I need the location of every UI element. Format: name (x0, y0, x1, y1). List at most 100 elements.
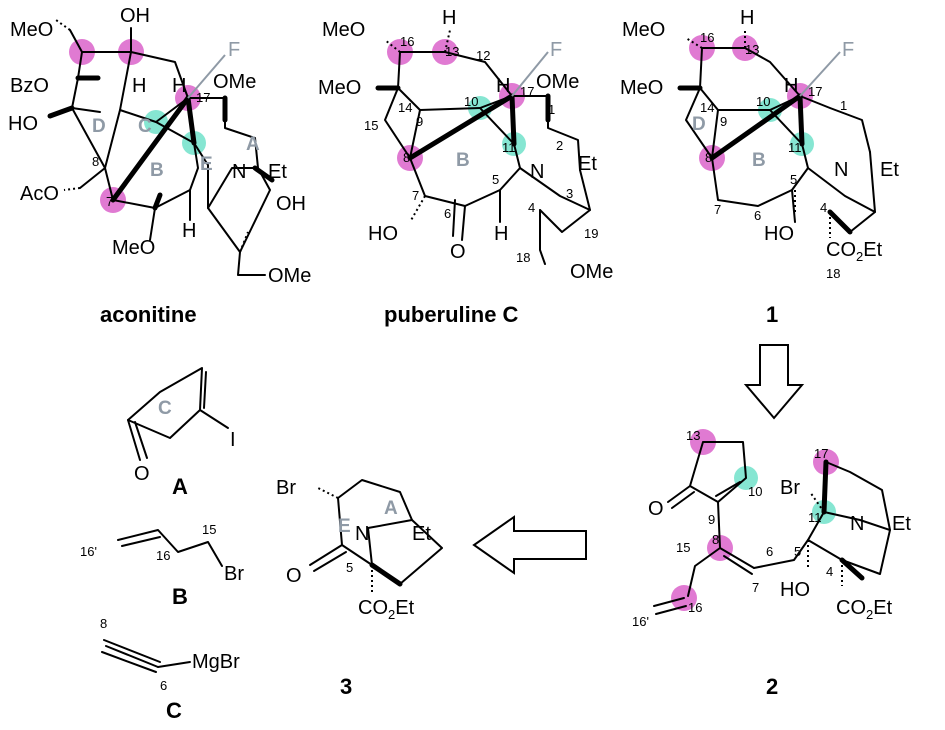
aconitine-h-label: H (132, 75, 146, 97)
compound2-et-label: Et (892, 513, 911, 535)
puberuline-num-3: 3 (566, 186, 573, 201)
aconitine-ring-c: C (138, 116, 152, 137)
compound2-num-11: 11 (808, 510, 822, 525)
fragment-a-label: A (172, 474, 188, 499)
retrosynthesis-arrow-down (743, 344, 805, 420)
compound2-num-9: 9 (708, 512, 715, 527)
aconitine-f-label: F (228, 39, 240, 61)
compound3-title: 3 (340, 674, 352, 699)
puberuline-num-12: 12 (476, 48, 490, 63)
compound2-structure: O Br N Et HO CO2Et 13 17 10 11 9 15 8 5 … (632, 428, 911, 699)
compound3-ring-e: E (338, 516, 351, 537)
puberuline-num-5: 5 (492, 172, 499, 187)
fragment-c: MgBr 8 6 C (100, 616, 240, 723)
compound1-structure: MeO MeO H H F N Et HO CO2Et 16 13 14 10 … (620, 7, 899, 327)
compound3-et-label: Et (412, 523, 431, 545)
fragment-a-i-label: I (230, 429, 236, 451)
compound1-co2et-label: CO2Et (826, 239, 883, 264)
compound2-o-label: O (648, 498, 664, 520)
puberuline-num-10: 10 (464, 94, 478, 109)
aconitine-oh2-label: OH (276, 193, 306, 215)
compound2-num-7: 7 (752, 580, 759, 595)
puberuline-num-11: 11 (502, 140, 516, 155)
compound1-atoms: MeO MeO H H F N Et HO CO2Et (620, 7, 899, 264)
compound3-co2et-label: CO2Et (358, 597, 415, 622)
puberuline-ring-b: B (456, 150, 470, 171)
puberuline-o-label: O (450, 241, 466, 263)
compound1-num-9: 9 (720, 114, 727, 129)
compound1-et-label: Et (880, 159, 899, 181)
compound1-num-1: 1 (840, 98, 847, 113)
puberuline-bonds (375, 29, 591, 265)
puberuline-num-13: 13 (445, 44, 459, 59)
puberuline-num-14: 14 (398, 100, 412, 115)
compound2-ho-label: HO (780, 579, 810, 601)
compound3-num-5: 5 (346, 560, 353, 575)
puberuline-num-9: 9 (416, 114, 423, 129)
puberuline-h17-label: H (496, 75, 510, 97)
puberuline-ho-label: HO (368, 223, 398, 245)
fragment-a-ring-c: C (158, 398, 172, 419)
puberuline-atoms: MeO MeO H H F OMe N Et HO O H OMe (318, 7, 613, 283)
compound1-meo-label: MeO (622, 19, 665, 41)
puberuline-num-15: 15 (364, 118, 378, 133)
compound3-structure: Br N Et O CO2Et 5 E A 3 (276, 477, 443, 699)
aconitine-atoms: MeO OH BzO H H F OMe HO N Et AcO OH MeO … (8, 5, 311, 287)
puberuline-num-7: 7 (412, 188, 419, 203)
fragment-a: O I C A (127, 367, 236, 499)
compound1-num-4: 4 (820, 200, 827, 215)
puberuline-structure: MeO MeO H H F OMe N Et HO O H OMe 16 13 … (318, 7, 613, 327)
fragment-c-num-8: 8 (100, 616, 107, 631)
aconitine-ring-d: D (92, 116, 106, 137)
aconitine-ome-label: OMe (213, 71, 256, 93)
compound2-co2et-label: CO2Et (836, 597, 893, 622)
puberuline-n-label: N (530, 161, 544, 183)
fragment-b-label: B (172, 584, 188, 609)
aconitine-ring-b: B (150, 160, 164, 181)
compound2-num-15: 15 (676, 540, 690, 555)
compound3-o-label: O (286, 565, 302, 587)
aconitine-numbers: 17 8 7 (92, 90, 210, 209)
aconitine-meo-label: MeO (10, 19, 53, 41)
puberuline-numbers: 16 13 12 14 10 17 1 9 15 2 11 8 3 5 7 4 … (364, 34, 598, 265)
aconitine-bonds (47, 19, 275, 276)
puberuline-num-2: 2 (556, 138, 563, 153)
aconitine-ring-e: E (200, 154, 213, 175)
retrosynthesis-arrow-left (472, 515, 587, 575)
aconitine-meo2-label: MeO (112, 237, 155, 259)
compound2-n-label: N (850, 513, 864, 535)
compound1-f-label: F (842, 39, 854, 61)
fragment-b: Br 15 16 16' B (80, 522, 244, 609)
compound1-ho-label: HO (764, 223, 794, 245)
compound2-num-6: 6 (766, 544, 773, 559)
aconitine-title: aconitine (100, 302, 197, 327)
compound1-title: 1 (766, 302, 778, 327)
aconitine-bzo-label: BzO (10, 75, 49, 97)
puberuline-ome2-label: OMe (570, 261, 613, 283)
compound1-num-7: 7 (714, 202, 721, 217)
compound1-n-label: N (834, 159, 848, 181)
fragment-a-o-label: O (134, 463, 150, 485)
fragment-b-num-16: 16 (156, 548, 170, 563)
compound1-ring-b: B (752, 150, 766, 171)
compound1-num-11: 11 (788, 140, 802, 155)
puberuline-num-17: 17 (520, 84, 534, 99)
puberuline-num-8: 8 (403, 150, 410, 165)
compound1-num-6: 6 (754, 208, 761, 223)
compound2-num-16p: 16' (632, 614, 649, 629)
aconitine-num-8: 8 (92, 154, 99, 169)
aconitine-n-label: N (232, 161, 246, 183)
puberuline-num-19: 19 (584, 226, 598, 241)
puberuline-h3-label: H (494, 223, 508, 245)
puberuline-title: puberuline C (384, 302, 519, 327)
aconitine-num-7: 7 (106, 194, 113, 209)
aconitine-h17-label: H (172, 75, 186, 97)
fragment-c-label: C (166, 698, 182, 723)
aconitine-h2-label: H (182, 220, 196, 242)
compound1-num-17: 17 (808, 84, 822, 99)
puberuline-ome-label: OMe (536, 71, 579, 93)
compound1-numbers: 16 13 14 10 17 1 9 11 8 5 7 6 4 18 (700, 30, 847, 281)
compound1-bonds (677, 28, 876, 238)
puberuline-num-18: 18 (516, 250, 530, 265)
